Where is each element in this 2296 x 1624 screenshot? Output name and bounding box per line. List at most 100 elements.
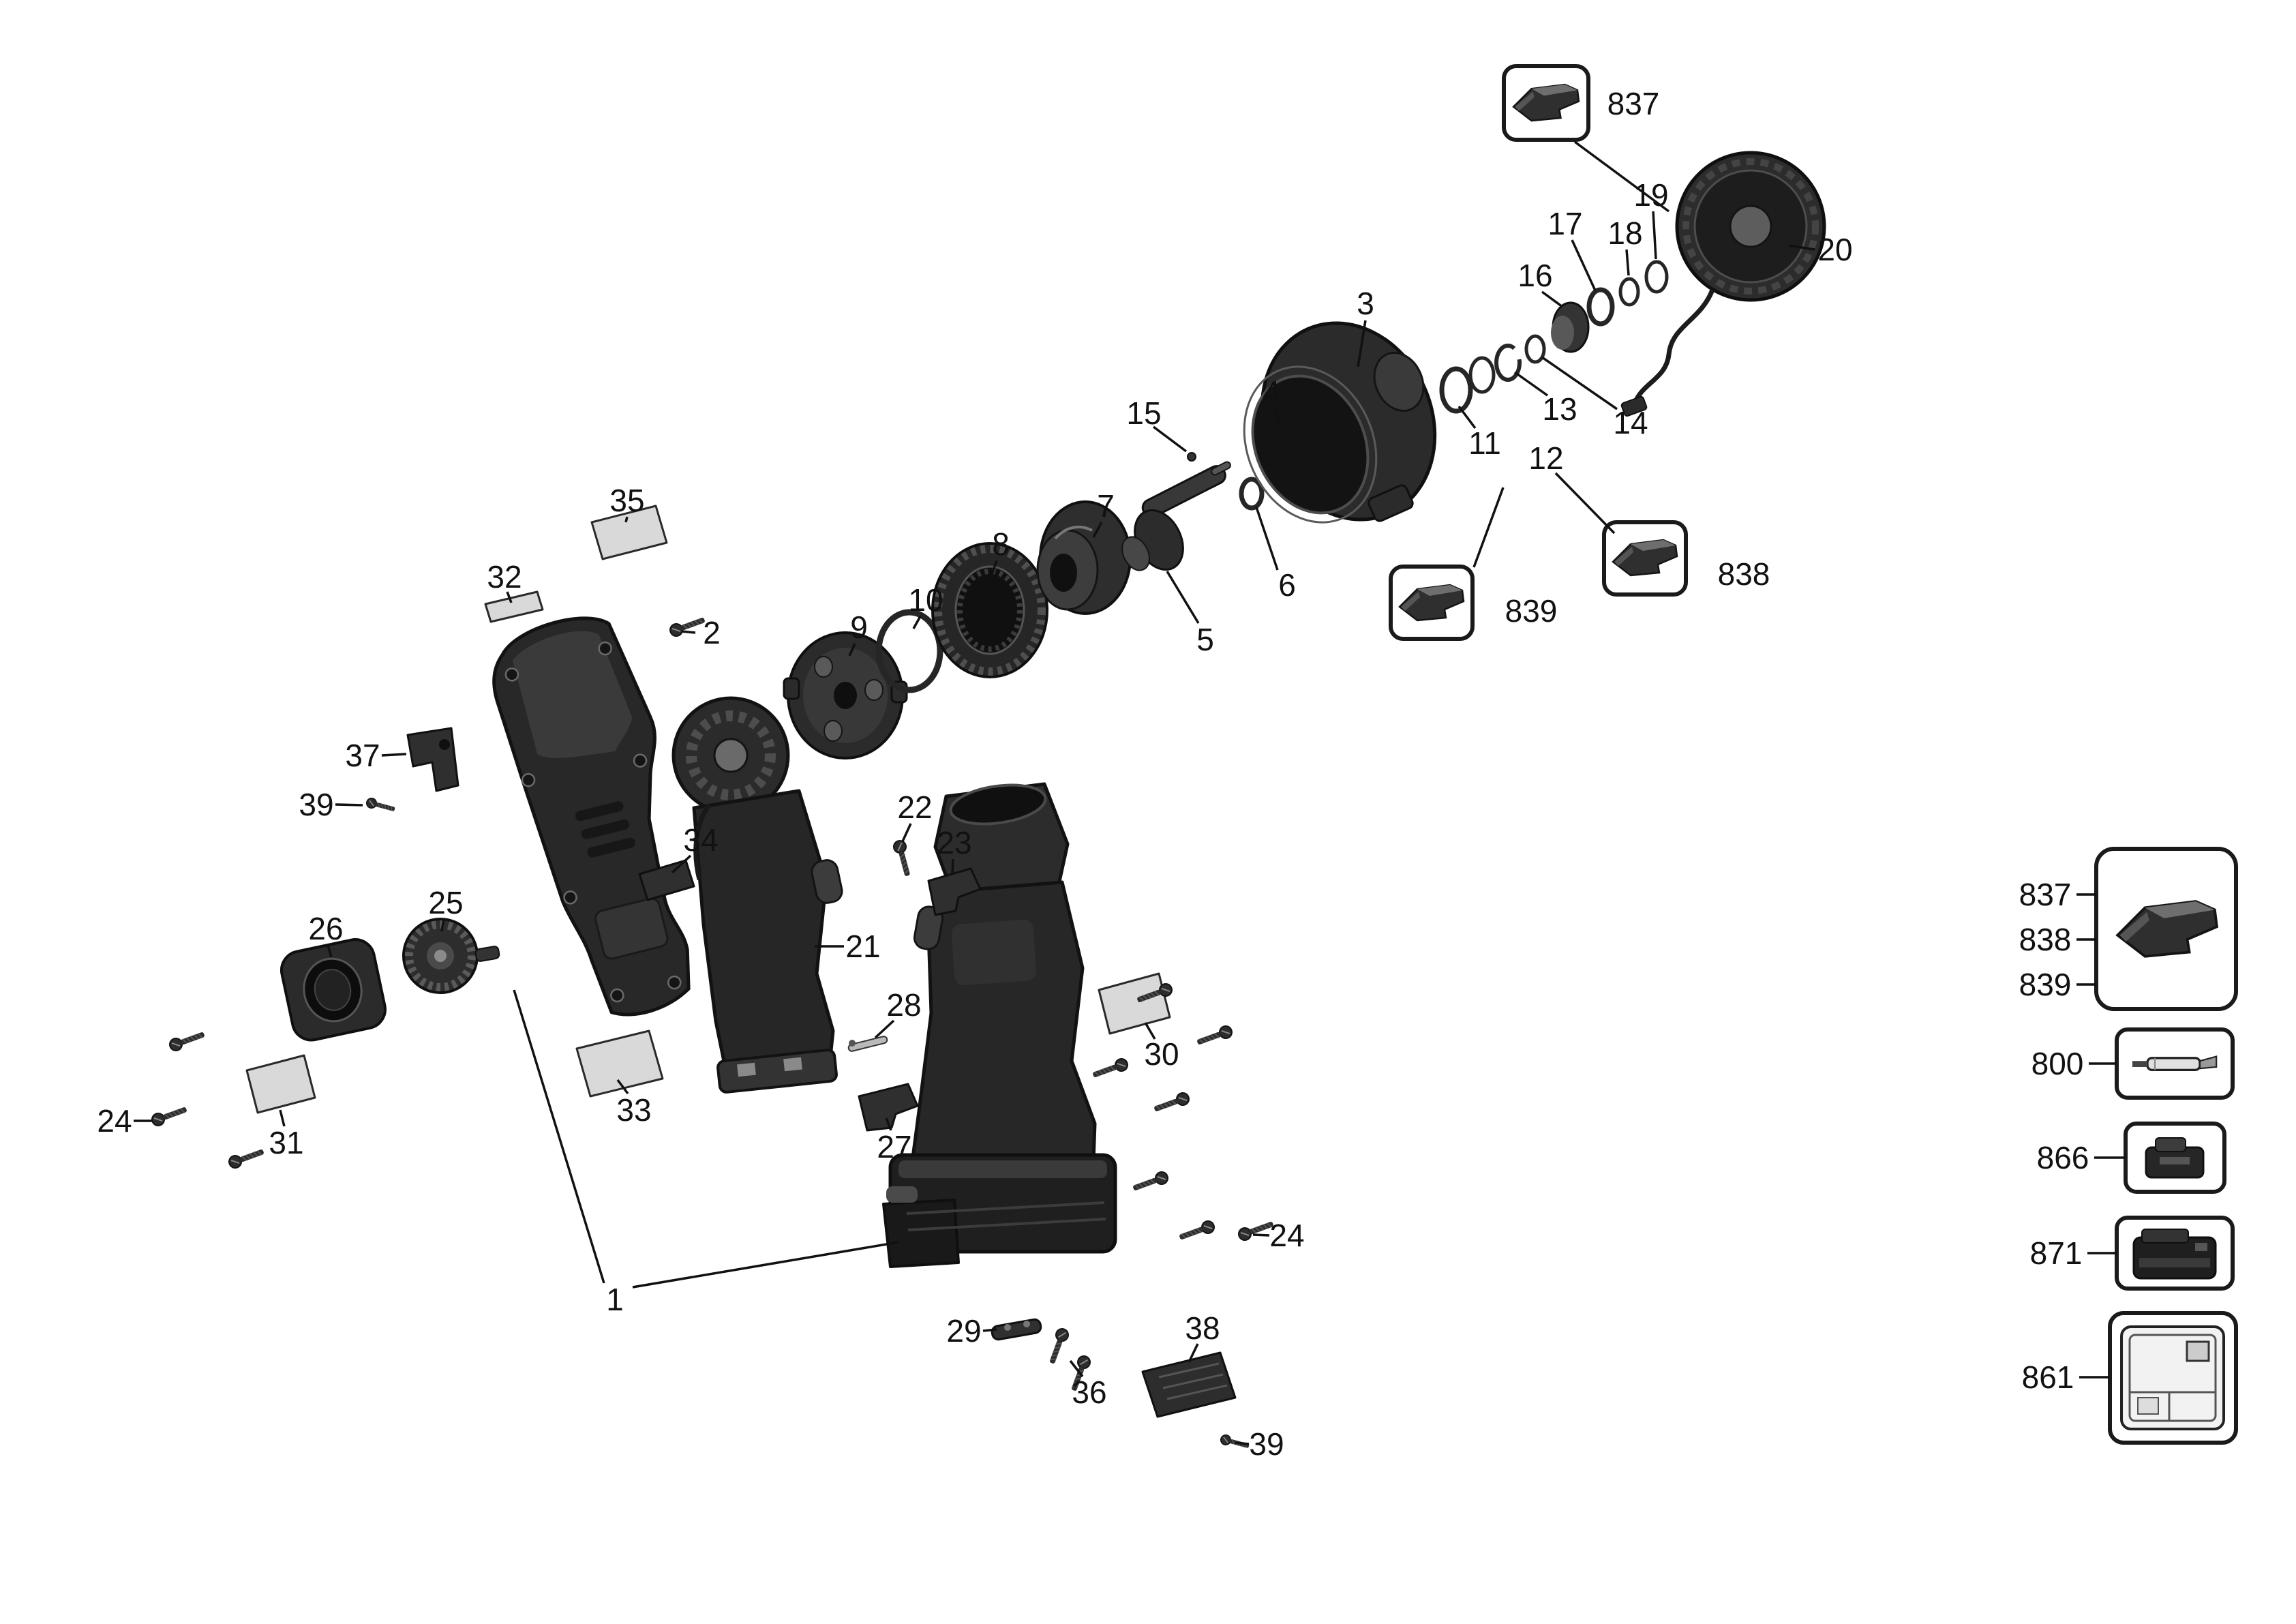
washer-19 [1644,260,1669,294]
legend-label-837: 837 [2019,877,2072,912]
part-callout-37: 37 [345,738,380,773]
part-callout-20: 20 [1817,232,1852,267]
screw [1194,1023,1235,1049]
leader-line-35 [624,516,629,523]
screw [1151,1090,1192,1116]
leader-line [1573,140,1670,213]
leader-line-4 [1272,408,1281,423]
part-callout-839: 839 [1505,593,1558,629]
leader-line-39 [1235,1441,1250,1445]
part-callout-7: 7 [1097,488,1115,524]
leader-line-3 [1357,320,1367,367]
sticker-32 [484,590,544,623]
sticker-35 [590,505,668,560]
leader-line-22 [901,823,912,842]
part-callout-13: 13 [1542,391,1577,427]
part-callout-38: 38 [1185,1310,1220,1346]
screw [1219,1433,1251,1452]
screw [365,796,397,815]
battery-pack-icon [2132,1228,2217,1280]
hammer [1036,500,1132,615]
leader-line-36 [1069,1359,1084,1378]
part-callout-31: 31 [269,1125,303,1160]
part-callout-838: 838 [1718,556,1770,592]
part-callout-6: 6 [1278,567,1296,603]
rear-housing-half [492,616,691,1017]
kit-box-icon [2120,1325,2225,1430]
ring-gear [931,542,1048,678]
belt-clip-23 [927,867,982,916]
part-callout-18: 18 [1607,215,1642,251]
knurled-disc-25 [402,918,500,994]
inline-box-837 [1502,64,1590,142]
washer-18 [1618,277,1640,307]
screw [1130,1169,1170,1195]
anvil [1121,461,1231,571]
legend-label-800: 800 [2031,1046,2084,1081]
gear-plate [783,631,908,760]
legend-box-belt-clips [2094,847,2238,1011]
leader-line-32 [506,591,513,603]
part-callout-24: 24 [97,1103,132,1139]
leader-line-11 [1457,405,1477,430]
part-callout-10: 10 [908,582,943,618]
leader-line-30 [1144,1022,1156,1040]
motor-wire [1632,288,1715,405]
trigger [913,905,944,950]
bezel-26 [280,938,387,1042]
snap-ring-13 [1494,344,1522,382]
led-board-29 [991,1318,1042,1341]
washer-17 [1586,287,1615,327]
part-callout-837: 837 [1607,86,1660,121]
part-callout-2: 2 [703,615,721,650]
part-callout-34: 34 [683,822,718,858]
part-callout-12: 12 [1528,440,1563,476]
washer-6 [1239,477,1265,511]
leader-line-15 [1152,425,1188,453]
leader-line-6 [1255,507,1279,571]
leader-line-2 [681,630,696,634]
screw [167,1027,207,1053]
part-callout-33: 33 [616,1092,651,1128]
leader-line-16 [1541,290,1564,308]
part-callout-21: 21 [845,929,880,964]
leader-line-1 [513,989,605,1284]
leader-line-27 [885,1117,892,1131]
legend-box-861 [2108,1311,2238,1445]
leader-line-5 [1166,571,1200,624]
o-ring [875,609,943,693]
part-callout-27: 27 [877,1129,911,1164]
front-housing-with-battery [882,782,1117,1268]
part-callout-28: 28 [886,987,921,1023]
leader-line-17 [1571,239,1597,291]
leader-line-34 [671,854,692,874]
leader-line-7 [1092,522,1103,538]
part-callout-30: 30 [1144,1036,1179,1072]
leader-line-8 [988,560,998,582]
part-callout-3: 3 [1357,286,1374,321]
sticker-33 [575,1029,664,1098]
part-callout-1: 1 [606,1282,624,1317]
leader-line-25 [440,918,445,932]
legend-box-866 [2124,1122,2226,1194]
part-callout-24: 24 [1269,1218,1304,1253]
screw [667,613,708,639]
part-callout-26: 26 [308,911,343,946]
legend-label-866: 866 [2037,1140,2089,1175]
screw [1177,1218,1217,1244]
leader-line-13 [1513,371,1549,397]
leader-line-20 [1788,244,1815,251]
leaf-spring-28 [847,1036,888,1052]
leader-line-12 [1554,472,1616,535]
belt-hook-37 [406,727,459,792]
ring-14 [1524,334,1546,364]
part-callout-15: 15 [1126,395,1161,431]
part-callout-5: 5 [1196,622,1214,657]
ring-12 [1468,356,1496,394]
screw [149,1102,190,1128]
hammer-case [1243,321,1437,524]
part-callout-17: 17 [1547,206,1582,241]
leader-line-10 [912,616,922,629]
